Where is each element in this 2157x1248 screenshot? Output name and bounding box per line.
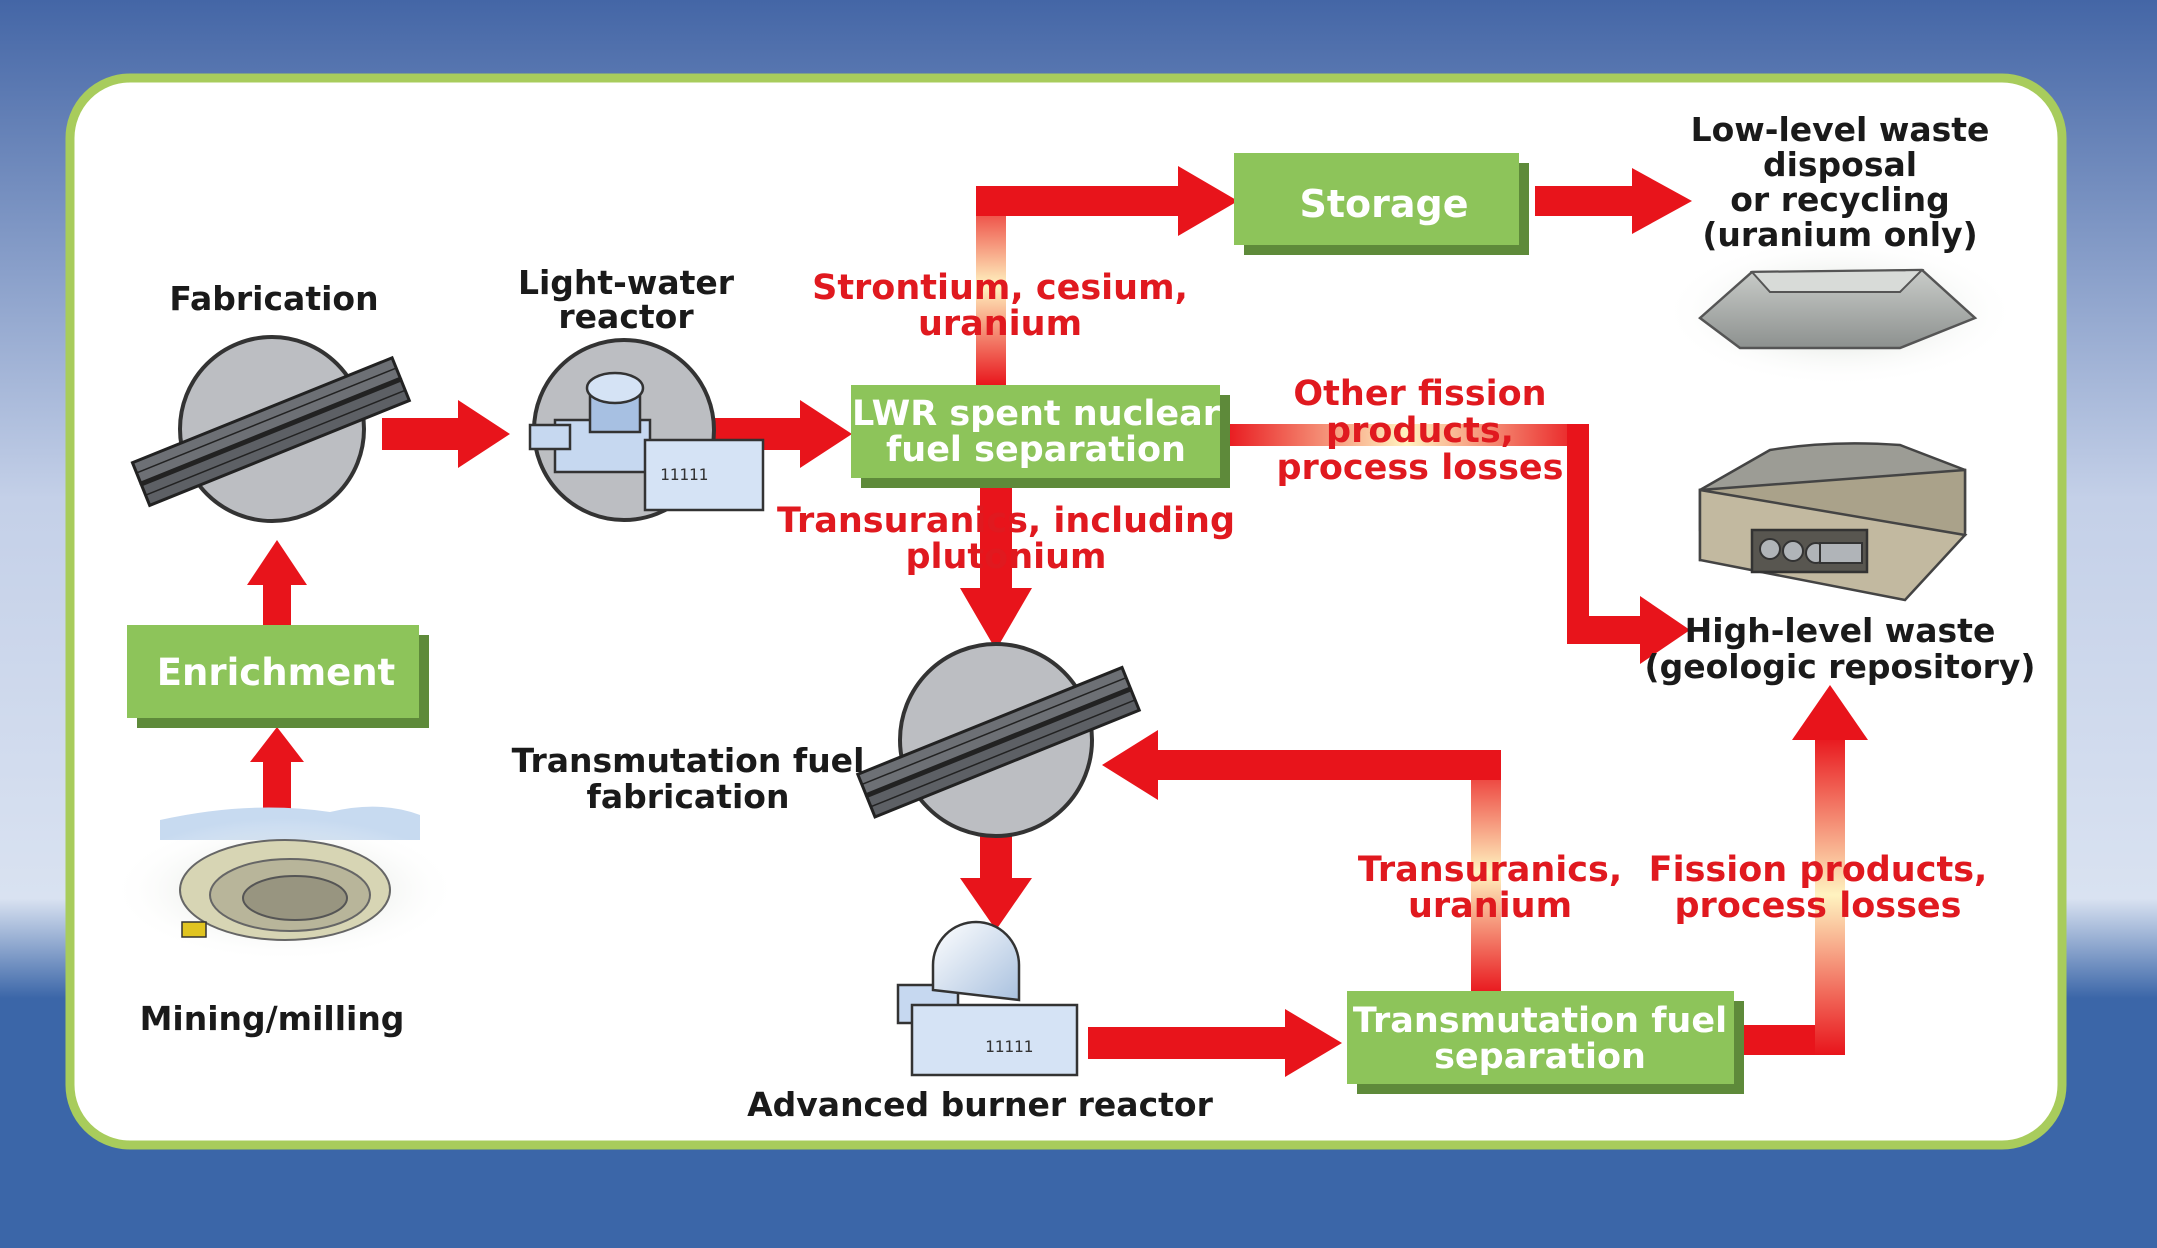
storage-box: Storage [1234, 153, 1529, 255]
mining-label: Mining/milling [140, 999, 405, 1038]
advanced-burner-label: Advanced burner reactor [747, 1085, 1213, 1124]
other-fission-route [1222, 424, 1690, 664]
strontium-label-2: uranium [918, 304, 1082, 344]
transmutation-fuel-assembly-icon [855, 642, 1142, 838]
transmutation-separation-box: Transmutation fuel separation [1347, 991, 1744, 1094]
fission-products-label-2: process losses [1675, 886, 1962, 926]
dome-reactor-icon: 11111 [896, 920, 1079, 1077]
fission-products-label-1: Fission products, [1649, 850, 1988, 890]
low-level-label-4: (uranium only) [1702, 215, 1977, 254]
transuranics-uranium-label-2: uranium [1408, 886, 1572, 926]
transuranics-uranium-label-1: Transuranics, [1358, 850, 1622, 890]
lwr-separation-line-2: fuel separation [886, 430, 1186, 470]
enrichment-label: Enrichment [157, 651, 396, 694]
waste-mound-icon [1662, 237, 2018, 387]
other-fission-label-3: process losses [1277, 448, 1564, 488]
flow-arrows [247, 168, 1692, 1077]
fuel-assembly-icon [130, 335, 412, 523]
svg-text:11111: 11111 [985, 1037, 1033, 1056]
light-water-label-1: Light-water [518, 263, 735, 302]
svg-text:11111: 11111 [660, 465, 708, 484]
lwr-separation-box: LWR spent nuclear fuel separation [851, 385, 1230, 488]
transmutation-fabrication-label-1: Transmutation fuel [512, 741, 865, 780]
low-level-label-2: disposal [1763, 145, 1917, 184]
low-level-label-1: Low-level waste [1691, 110, 1990, 149]
transmutation-separation-line-2: separation [1434, 1037, 1646, 1077]
transuranics-plutonium-label-1: Transuranics, including [777, 501, 1235, 541]
light-water-label-2: reactor [558, 297, 694, 336]
repository-icon [1698, 442, 1968, 602]
other-fission-label-2: products, [1326, 411, 1514, 451]
low-level-label-3: or recycling [1730, 180, 1949, 219]
open-pit-mine-icon [110, 806, 460, 962]
transmutation-fabrication-label-2: fabrication [587, 777, 790, 816]
transuranics-return-route [1102, 730, 1501, 995]
storage-label: Storage [1300, 182, 1469, 226]
diagram-panel [65, 73, 2067, 1150]
transmutation-separation-line-1: Transmutation fuel [1353, 1001, 1727, 1041]
lwr-separation-line-1: LWR spent nuclear [852, 394, 1221, 434]
transuranics-plutonium-label-2: plutonium [905, 537, 1106, 577]
high-level-label-2: (geologic repository) [1645, 647, 2036, 686]
high-level-label-1: High-level waste [1685, 611, 1996, 650]
enrichment-box: Enrichment [127, 625, 429, 728]
reactor-plant-icon: 11111 [528, 338, 765, 522]
other-fission-label-1: Other fission [1293, 374, 1546, 414]
fabrication-label: Fabrication [169, 279, 378, 318]
strontium-label-1: Strontium, cesium, [812, 268, 1188, 308]
strontium-cesium-route [976, 166, 1238, 386]
fission-products-route [1730, 685, 1868, 1055]
